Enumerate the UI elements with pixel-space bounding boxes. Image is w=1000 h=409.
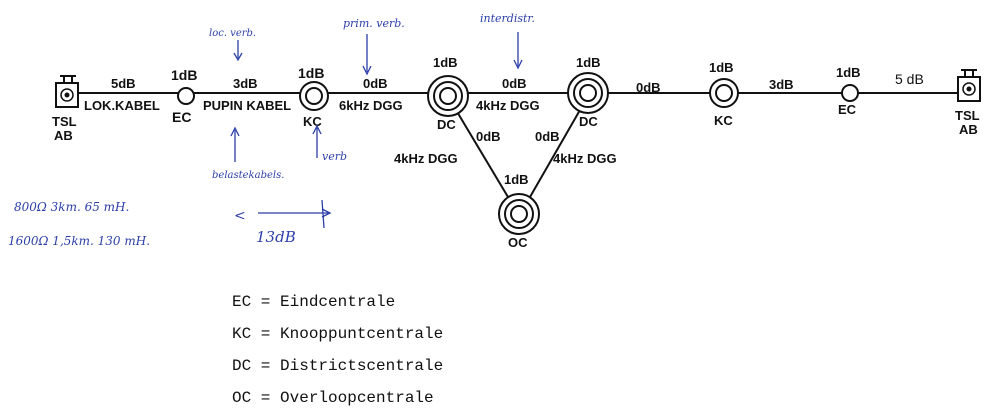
- arrowhead-verb: [312, 124, 322, 135]
- kc-right-level: 1dB: [709, 60, 734, 75]
- arrowhead-belastekabels: [230, 126, 240, 137]
- dc-kc-loss: 0dB: [636, 80, 661, 95]
- legend-ec: EC = Eindcentrale: [232, 293, 396, 311]
- link-dc-oc-right: [529, 109, 581, 198]
- annotation-prim-verb: prim. verb.: [343, 17, 405, 30]
- pupin-kabel-loss: 3dB: [233, 76, 258, 91]
- node-ec-right: [841, 84, 859, 102]
- legend-kc: KC = Knooppuntcentrale: [232, 325, 444, 343]
- legend-oc: OC = Overloopcentrale: [232, 389, 434, 407]
- annotation-loc-verb: loc. verb.: [209, 28, 256, 39]
- annotation-range-arrowhead: [321, 208, 332, 218]
- arrowhead-loc-verb: [233, 52, 243, 62]
- node-kc-right: [709, 78, 739, 108]
- kc-dc-loss: 0dB: [363, 76, 388, 91]
- dc-right-label: DC: [579, 114, 598, 129]
- annotation-total: 13dB: [256, 228, 296, 246]
- telephone-icon-left: [55, 75, 79, 108]
- telephone-icon-right: [957, 69, 981, 102]
- annotation-lt: <: [234, 208, 246, 224]
- pupin-kabel-label: PUPIN KABEL: [203, 98, 291, 113]
- lok-kabel-loss: 5dB: [111, 76, 136, 91]
- oc-label: OC: [508, 235, 528, 250]
- tsl-right-line2: AB: [959, 122, 978, 137]
- annotation-range-tick: [321, 199, 325, 229]
- dc-left-level: 1dB: [433, 55, 458, 70]
- legend-dc: DC = Districtscentrale: [232, 357, 444, 375]
- ec-right-label: EC: [838, 102, 857, 117]
- network-diagram: TSL AB TSL AB 1dB EC 1dB KC 1dB DC 1dB D…: [8, 12, 981, 250]
- annotation-verb: verb: [322, 150, 347, 163]
- tsl-left-line1: TSL: [52, 114, 77, 129]
- legend: EC = Eindcentrale KC = Knooppuntcentrale…: [232, 286, 443, 409]
- kc-right-label: KC: [714, 113, 733, 128]
- tsl-left-line2: AB: [54, 128, 73, 143]
- node-dc-left: [427, 75, 469, 117]
- dc-oc-left-loss: 0dB: [476, 129, 501, 144]
- ec-right-level: 1dB: [836, 65, 861, 80]
- node-oc: [498, 193, 540, 235]
- kc-ec-loss: 3dB: [769, 77, 794, 92]
- node-dc-right: [567, 72, 609, 114]
- annotation-belastekabels: belastekabels.: [212, 170, 284, 181]
- annotation-spec-800: 800Ω 3km. 65 mH.: [14, 200, 129, 214]
- lok-kabel-label: LOK.KABEL: [84, 98, 160, 113]
- link-dc-oc-left: [455, 109, 509, 198]
- kc-left-level: 1dB: [298, 65, 324, 81]
- dc-left-label: DC: [437, 117, 456, 132]
- dc-dc-label: 4kHz DGG: [476, 98, 540, 113]
- ec-tsl-loss: 5 dB: [895, 71, 924, 87]
- tsl-right-line1: TSL: [955, 108, 980, 123]
- dc-right-level: 1dB: [576, 55, 601, 70]
- dc-dc-loss: 0dB: [502, 76, 527, 91]
- kc-left-label: KC: [303, 114, 322, 129]
- ec-left-level: 1dB: [171, 67, 197, 83]
- dc-oc-left-label: 4kHz DGG: [394, 151, 458, 166]
- node-ec-left: [177, 87, 195, 105]
- node-kc-left: [299, 81, 329, 111]
- kc-dc-label: 6kHz DGG: [339, 98, 403, 113]
- dc-oc-right-loss: 0dB: [535, 129, 560, 144]
- annotation-interdistr: interdistr.: [480, 12, 535, 25]
- ec-left-label: EC: [172, 109, 191, 125]
- dc-oc-right-label: 4kHz DGG: [553, 151, 617, 166]
- annotation-spec-1600: 1600Ω 1,5km. 130 mH.: [8, 234, 150, 248]
- arrowhead-interdistr: [513, 59, 523, 70]
- oc-level: 1dB: [504, 172, 529, 187]
- arrowhead-prim-verb: [362, 65, 372, 76]
